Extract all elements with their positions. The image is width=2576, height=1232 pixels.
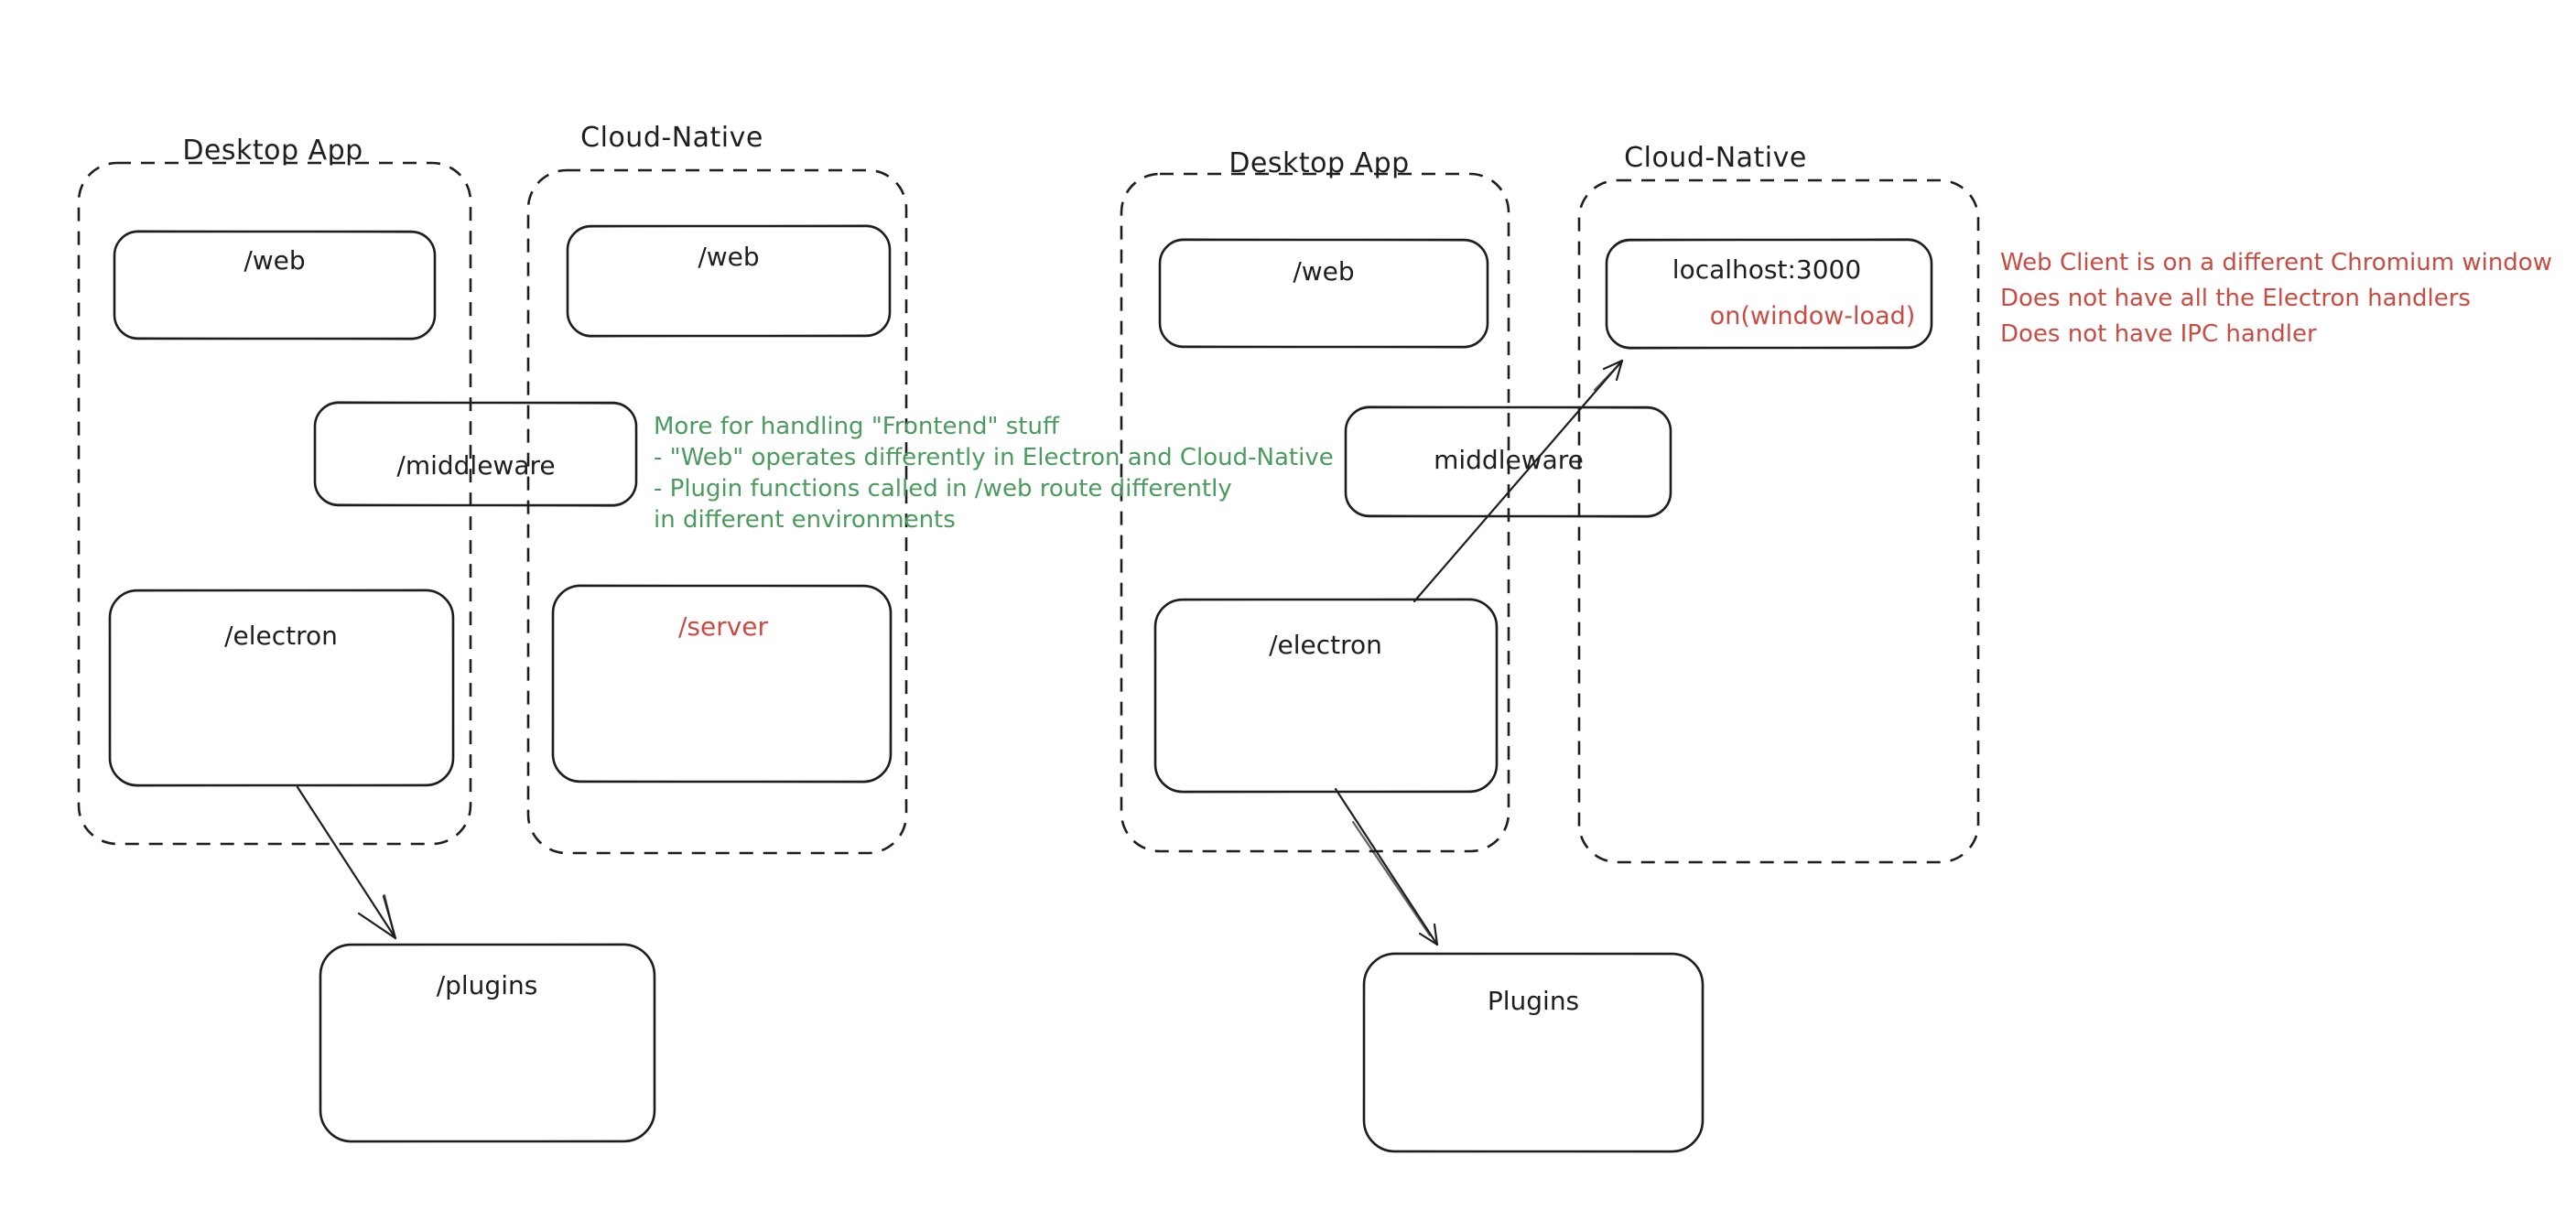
- box-middleware-left-sketch: [313, 401, 638, 507]
- box-electron-left-sketch: [108, 589, 455, 787]
- label-web-cloud-left[interactable]: /web: [698, 242, 760, 272]
- green-note[interactable]: More for handling "Frontend" stuff - "We…: [654, 411, 1334, 535]
- group-title-desktop-app-right[interactable]: Desktop App: [1228, 147, 1410, 179]
- note-line: - Plugin functions called in /web route …: [654, 475, 1232, 503]
- box-server-left-sketch: [551, 584, 893, 784]
- label-middleware-right[interactable]: middleware: [1434, 445, 1584, 475]
- note-line: Does not have all the Electron handlers: [2000, 285, 2471, 312]
- group-title-cloud-native-left[interactable]: Cloud-Native: [580, 122, 763, 154]
- label-web-right[interactable]: /web: [1293, 256, 1355, 286]
- label-plugins-left[interactable]: /plugins: [436, 970, 538, 1000]
- label-electron-left[interactable]: /electron: [224, 621, 338, 651]
- box-middleware-right-sketch: [1344, 405, 1672, 518]
- box-web-desktop-left-sketch: [114, 230, 436, 340]
- box-plugins-right-sketch: [1362, 952, 1705, 1153]
- label-middleware-left[interactable]: /middleware: [396, 450, 556, 481]
- label-plugins-right[interactable]: Plugins: [1487, 986, 1580, 1016]
- arrow-electron-to-localhost-right[interactable]: [1412, 359, 1624, 603]
- arrow-electron-to-plugins-right[interactable]: [1334, 787, 1439, 946]
- label-localhost-3000[interactable]: localhost:3000: [1672, 254, 1862, 285]
- label-electron-right[interactable]: /electron: [1269, 630, 1382, 660]
- red-note[interactable]: Web Client is on a different Chromium wi…: [2000, 245, 2552, 352]
- container-desktop-app-left[interactable]: [77, 161, 472, 846]
- box-plugins-right[interactable]: [1362, 952, 1705, 1153]
- arrow-electron-to-plugins-left[interactable]: [296, 785, 397, 940]
- note-line: Does not have IPC handler: [2000, 320, 2317, 348]
- box-electron-left[interactable]: [108, 589, 455, 787]
- note-line: More for handling "Frontend" stuff: [654, 413, 1059, 440]
- box-web-cloud-left-sketch: [566, 224, 892, 338]
- box-electron-right[interactable]: [1153, 598, 1499, 794]
- note-line: - "Web" operates differently in Electron…: [654, 444, 1334, 471]
- group-title-cloud-native-right[interactable]: Cloud-Native: [1624, 142, 1807, 174]
- label-web-desktop-left[interactable]: /web: [244, 245, 306, 276]
- container-desktop-app-right[interactable]: [1120, 172, 1510, 853]
- label-on-window-load[interactable]: on(window-load): [1709, 302, 1916, 330]
- note-line: in different environments: [654, 506, 956, 534]
- group-title-desktop-app-left[interactable]: Desktop App: [182, 135, 363, 167]
- box-electron-right-sketch: [1153, 598, 1499, 794]
- label-server-left[interactable]: /server: [677, 611, 769, 642]
- box-web-right-sketch: [1159, 238, 1488, 349]
- container-cloud-native-left[interactable]: [526, 168, 908, 855]
- box-plugins-left-sketch: [319, 943, 656, 1143]
- note-line: Web Client is on a different Chromium wi…: [2000, 249, 2552, 276]
- box-localhost-3000-sketch: [1605, 238, 1933, 350]
